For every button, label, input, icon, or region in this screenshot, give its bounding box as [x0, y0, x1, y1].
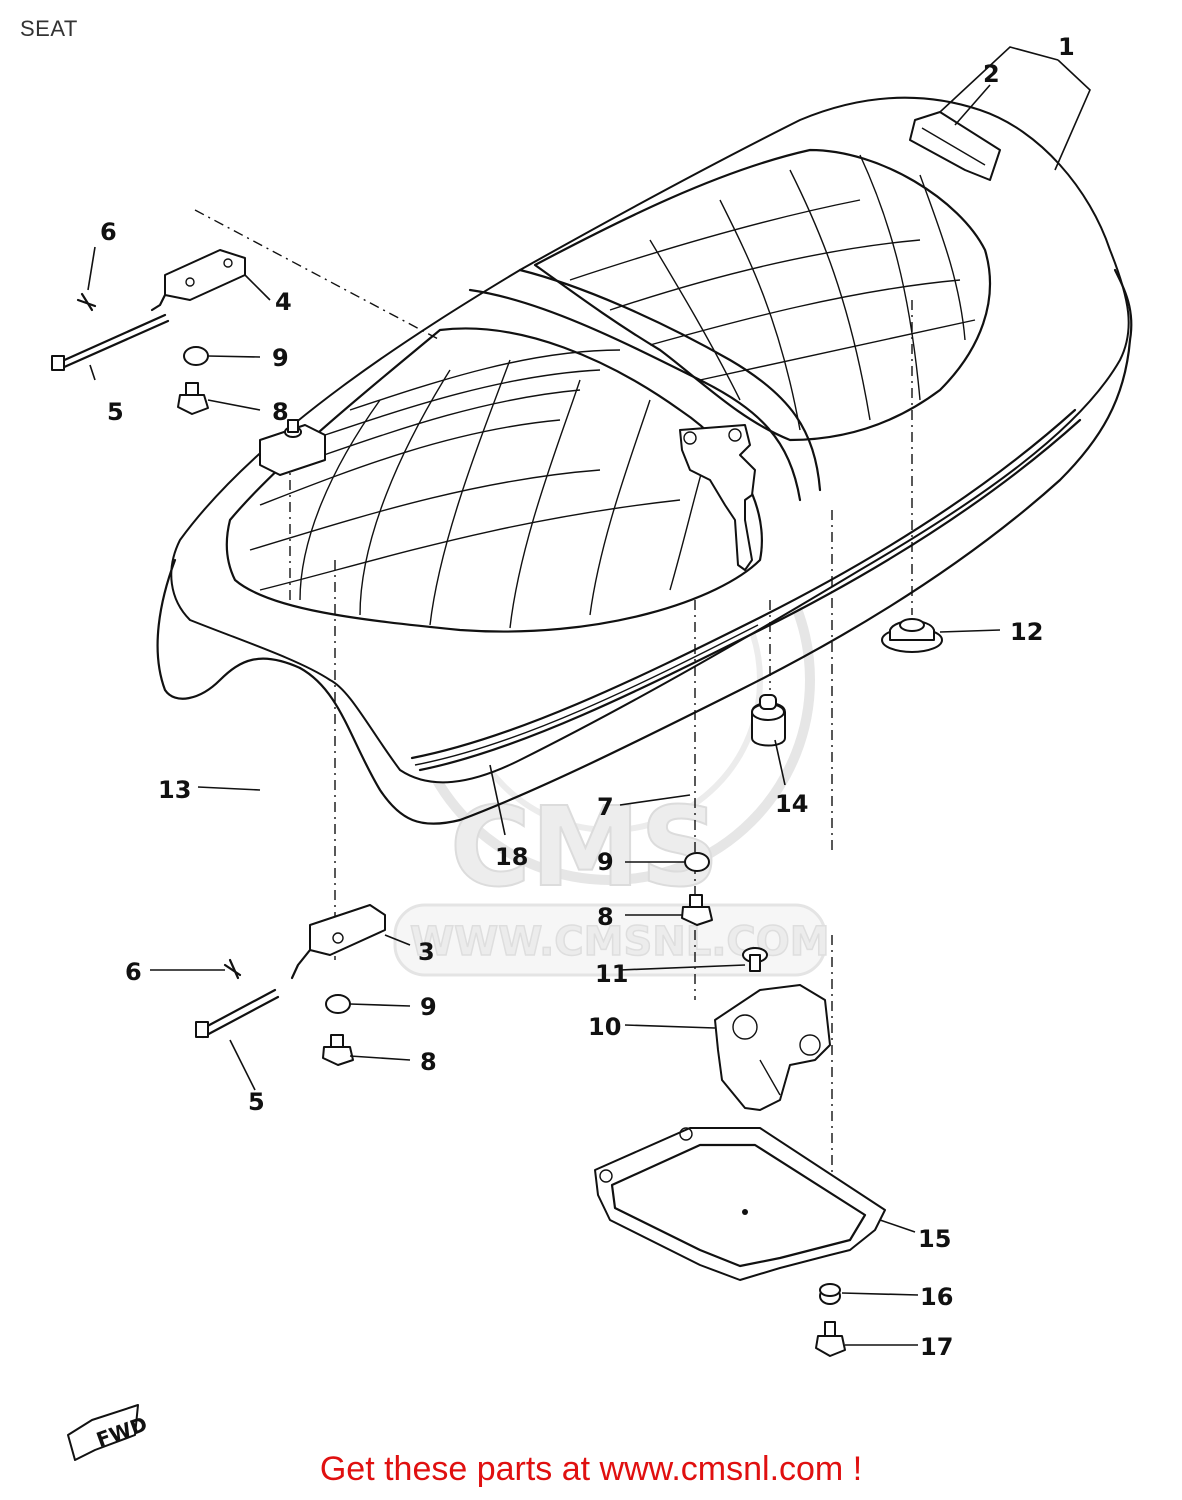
callout-18: 18 — [495, 843, 528, 871]
callout-1: 1 — [1058, 33, 1075, 61]
part-6-clip-lower — [223, 958, 242, 980]
callout-5-upper: 5 — [107, 398, 124, 426]
callout-6-upper: 6 — [100, 218, 117, 246]
callout-6-lower: 6 — [125, 958, 142, 986]
callout-4: 4 — [275, 288, 292, 316]
callout-5-lower: 5 — [248, 1088, 265, 1116]
callout-3: 3 — [418, 938, 435, 966]
callout-17: 17 — [920, 1333, 953, 1361]
assembly-centerlines — [194, 209, 913, 1250]
part-4-bracket-upper — [150, 249, 246, 312]
page-title: SEAT — [20, 16, 78, 41]
part-9-nut-lower — [325, 994, 351, 1014]
seat-assembly — [156, 96, 1133, 825]
callout-9-upper: 9 — [272, 344, 289, 372]
callout-9-mid: 9 — [597, 848, 614, 876]
part-12-damper — [881, 618, 943, 653]
callout-15: 15 — [918, 1225, 951, 1253]
callout-14: 14 — [775, 790, 808, 818]
part-15-tray — [594, 1127, 886, 1281]
callout-7: 7 — [597, 793, 614, 821]
part-11-screw — [742, 947, 768, 972]
callout-9-lower: 9 — [420, 993, 437, 1021]
part-14-damper — [751, 694, 786, 747]
part-3-bracket-lower — [290, 904, 386, 980]
callout-10: 10 — [588, 1013, 621, 1041]
callout-16: 16 — [920, 1283, 953, 1311]
callout-13: 13 — [158, 776, 191, 804]
callout-8-lower: 8 — [420, 1048, 437, 1076]
part-9-nut-mid — [684, 852, 710, 872]
part-17-bolt — [815, 1321, 846, 1357]
leader-lines — [87, 46, 1091, 1346]
callout-labels: 1 2 6 4 9 5 8 12 13 14 7 18 9 8 3 6 11 9… — [100, 33, 1075, 1361]
part-16-washer — [819, 1283, 841, 1305]
callout-2: 2 — [983, 60, 1000, 88]
part-10-lock — [714, 984, 831, 1111]
part-5-pin-lower — [195, 988, 280, 1039]
part-9-nut-upper — [183, 346, 209, 366]
callout-8-upper: 8 — [272, 398, 289, 426]
part-13-damper — [259, 419, 326, 476]
part-5-6-upper — [51, 292, 170, 371]
part-8-bolt-mid — [681, 894, 713, 926]
callout-12: 12 — [1010, 618, 1043, 646]
part-8-bolt-lower — [322, 1034, 354, 1066]
callout-8-mid: 8 — [597, 903, 614, 931]
watermark-logo: CMS — [450, 783, 719, 911]
callout-11: 11 — [595, 960, 628, 988]
get-parts-link[interactable]: Get these parts at www.cmsnl.com ! — [319, 1450, 863, 1488]
part-8-bolt-upper — [177, 382, 209, 415]
part-7-hook — [679, 424, 756, 571]
